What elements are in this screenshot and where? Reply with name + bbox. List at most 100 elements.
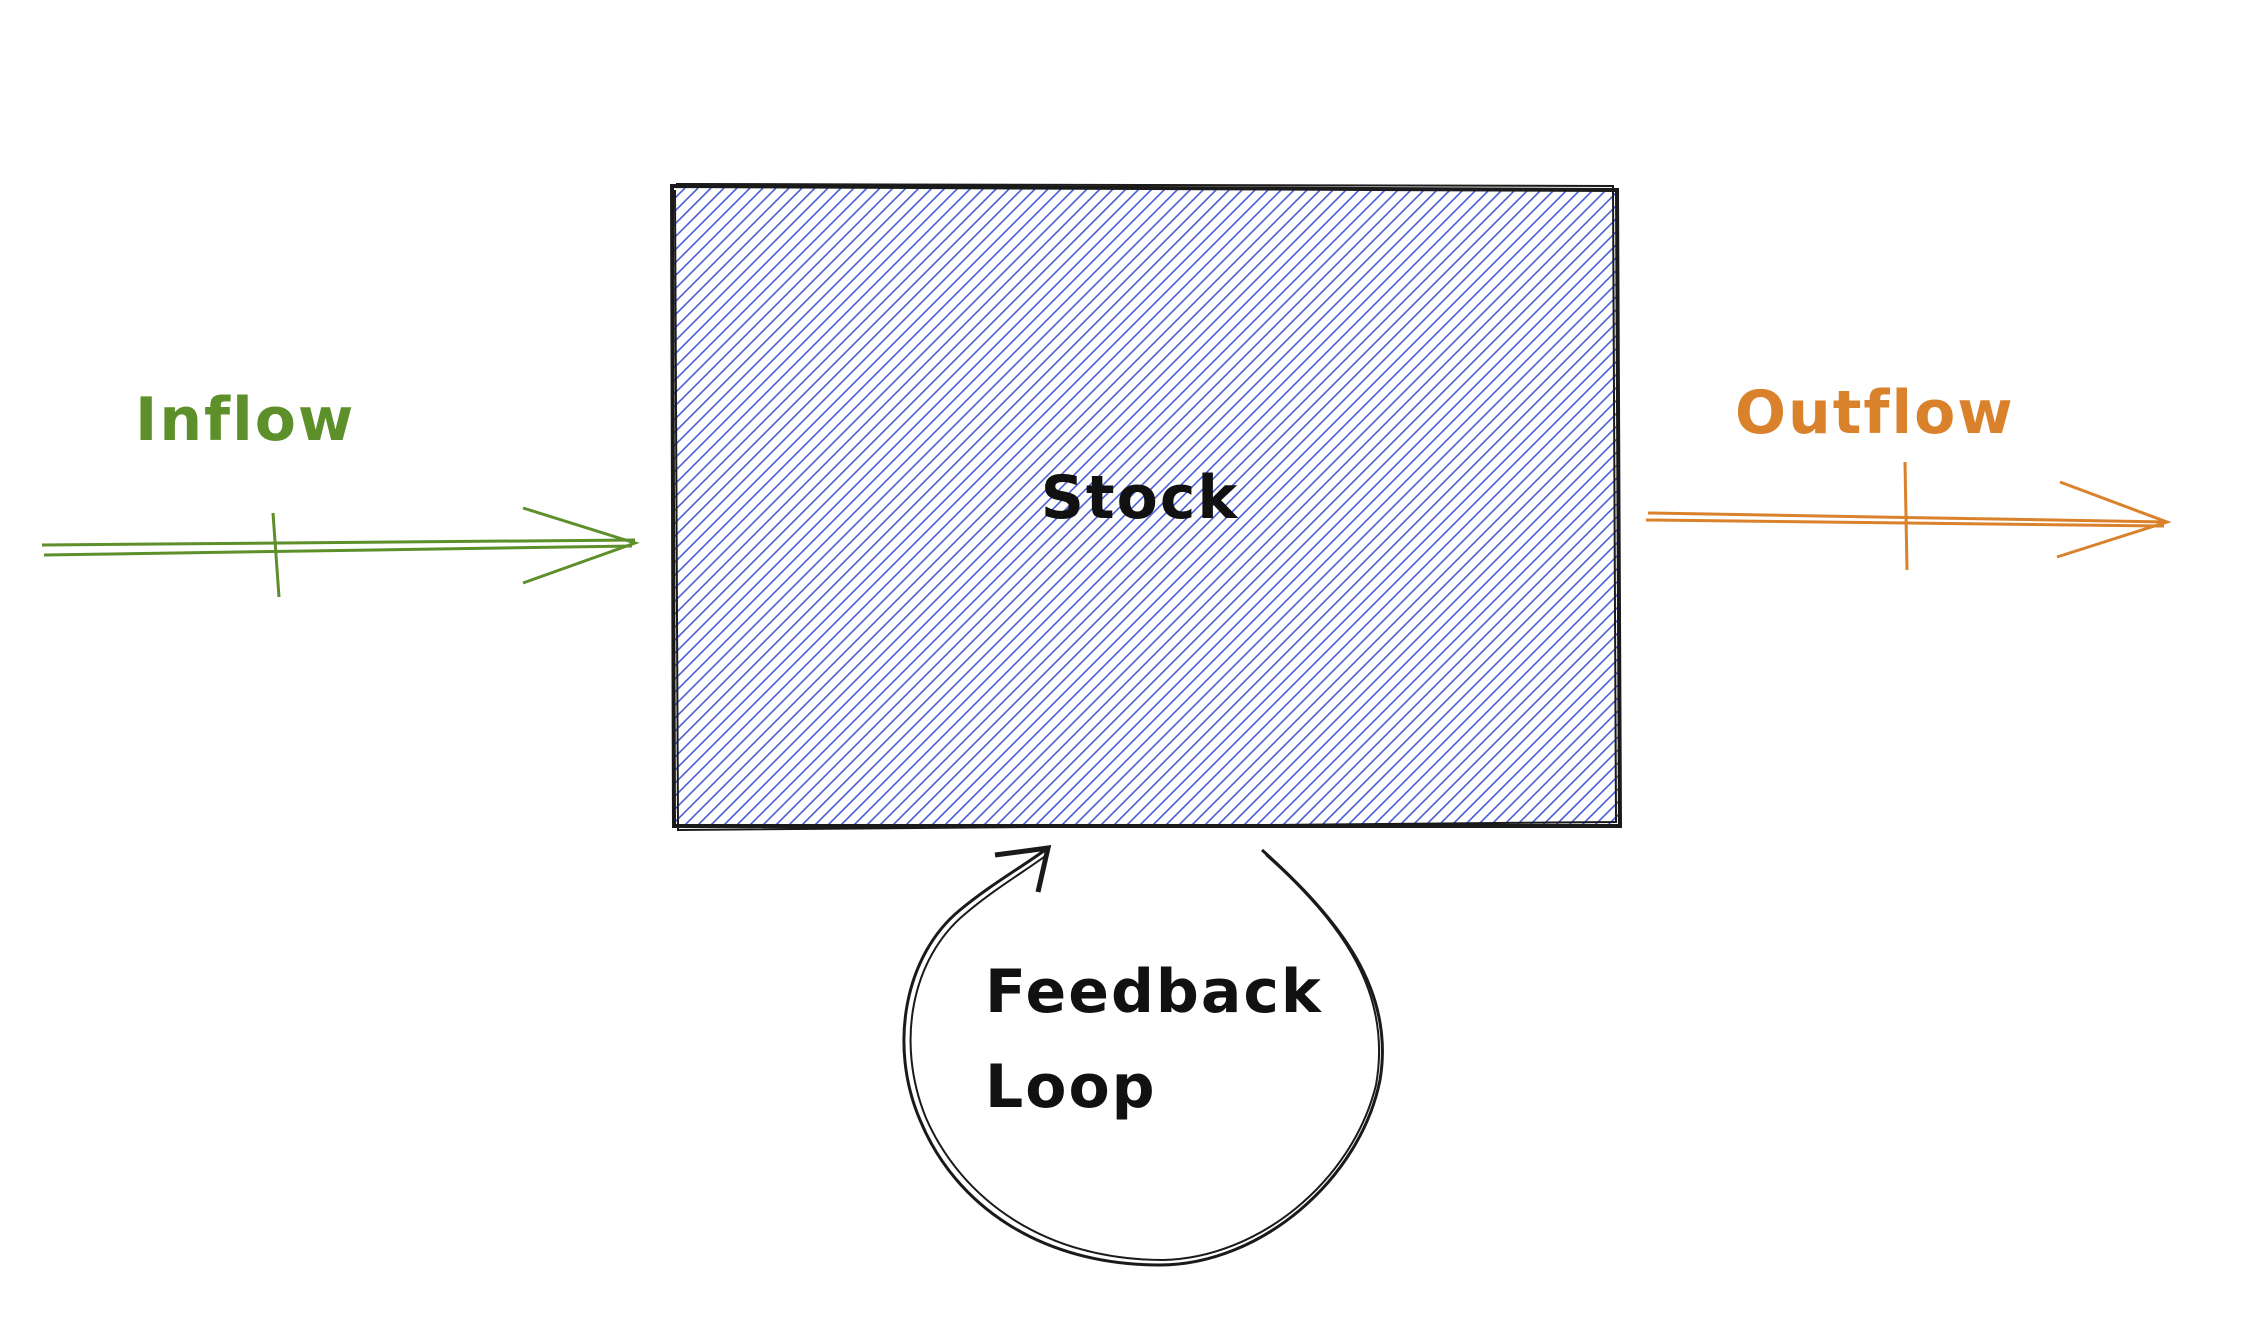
hatch-line: [1541, 748, 1618, 826]
hatch-line: [1073, 280, 1618, 826]
outflow-arrow[interactable]: Outflow: [1645, 378, 2172, 571]
hatch-line: [672, 188, 1219, 736]
hatch-line: [672, 188, 959, 476]
hatch-line: [1021, 228, 1618, 826]
hatch-line: [1554, 761, 1618, 826]
hatch-line: [761, 188, 1401, 826]
outflow-valve-tick: [1903, 461, 1909, 571]
stock-label: Stock: [1041, 463, 1240, 533]
hatch-line: [969, 188, 1609, 826]
hatch-line: [672, 188, 1297, 814]
hatch-line: [1242, 449, 1618, 826]
hatch-line: [1190, 397, 1618, 826]
hatch-line: [672, 188, 1102, 619]
hatch-line: [1281, 488, 1618, 826]
hatch-line: [1086, 293, 1618, 826]
hatch-line: [1034, 241, 1618, 826]
hatch-line: [1463, 670, 1618, 826]
hatch-line: [1112, 319, 1618, 826]
hatch-line: [1476, 683, 1618, 826]
hatch-line: [1320, 527, 1618, 826]
hatch-line: [672, 188, 972, 489]
hatch-line: [672, 188, 738, 255]
hatch-line: [672, 188, 1258, 775]
hatch-line: [696, 188, 1336, 826]
hatch-line: [735, 188, 1375, 826]
hatch-line: [1229, 436, 1618, 826]
hatch-line: [1528, 735, 1618, 826]
hatch-line: [672, 188, 1063, 580]
hatch-line: [1567, 774, 1618, 826]
hatch-line: [672, 188, 1271, 788]
hatch-line: [1502, 709, 1618, 826]
hatch-line: [839, 188, 1479, 826]
hatch-line: [672, 188, 907, 424]
hatch-line: [1489, 696, 1618, 826]
hatch-line: [672, 188, 1037, 554]
stock-hatch-fill: [672, 188, 2242, 826]
hatch-line: [672, 188, 790, 307]
hatch-line: [672, 188, 712, 229]
hatch-line: [1255, 462, 1618, 826]
stock-box[interactable]: Stock: [34, 183, 2242, 832]
hatch-line: [1203, 410, 1618, 826]
hatch-line: [1333, 540, 1618, 826]
hatch-line: [1125, 332, 1618, 826]
outflow-arrowhead: [2056, 480, 2172, 559]
hatch-line: [672, 188, 764, 281]
hatch-line: [1593, 800, 1618, 826]
hatch-line: [1424, 631, 1618, 826]
hatch-line: [672, 188, 1024, 541]
hatch-line: [1099, 306, 1618, 826]
hatch-line: [683, 188, 1323, 826]
hatch-line: [891, 188, 1531, 826]
feedback-loop-label-line2: Loop: [985, 1052, 1157, 1122]
feedback-loop[interactable]: Feedback Loop: [902, 845, 1384, 1267]
hatch-line: [672, 188, 725, 242]
hatch-line: [1515, 722, 1618, 826]
hatch-line: [748, 188, 1388, 826]
hatch-line: [672, 188, 699, 216]
feedback-loop-label-line1: Feedback: [985, 957, 1323, 1027]
hatch-line: [1359, 566, 1618, 826]
hatch-line: [672, 188, 1128, 645]
hatch-line: [1060, 267, 1618, 826]
feedback-loop-curve: [902, 848, 1384, 1267]
hatch-line: [1008, 215, 1618, 826]
hatch-line: [672, 188, 1180, 697]
hatch-line: [956, 188, 1596, 826]
inflow-arrow[interactable]: Inflow: [41, 385, 640, 598]
hatch-line: [722, 188, 1362, 826]
hatch-line: [672, 188, 1193, 710]
hatch-line: [1372, 579, 1618, 826]
hatch-line: [709, 188, 1349, 826]
hatch-line: [672, 188, 855, 372]
hatch-line: [826, 188, 1466, 826]
hatch-line: [672, 188, 985, 502]
hatch-line: [672, 188, 673, 190]
hatch-line: [813, 188, 1453, 826]
hatch-line: [672, 188, 803, 320]
hatch-line: [943, 188, 1583, 826]
hatch-line: [1450, 657, 1618, 826]
stock-border-sketch: [674, 183, 1618, 832]
hatch-line: [1164, 371, 1618, 826]
outflow-label: Outflow: [1735, 378, 2015, 448]
hatch-line: [672, 188, 1232, 749]
hatch-line: [1177, 384, 1618, 826]
hatch-line: [672, 188, 933, 450]
hatch-line: [672, 188, 894, 411]
hatch-line: [1411, 618, 1618, 826]
hatch-line: [672, 188, 1050, 567]
hatch-line: [672, 188, 686, 203]
hatch-line: [1620, 188, 2242, 826]
hatch-line: [1346, 553, 1618, 826]
hatch-line: [672, 188, 1089, 606]
hatch-line: [672, 188, 920, 437]
hatch-line: [800, 188, 1440, 826]
hatch-line: [1307, 514, 1618, 826]
hatch-line: [672, 188, 946, 463]
hatch-line: [672, 188, 1154, 671]
hatch-line: [1268, 475, 1618, 826]
